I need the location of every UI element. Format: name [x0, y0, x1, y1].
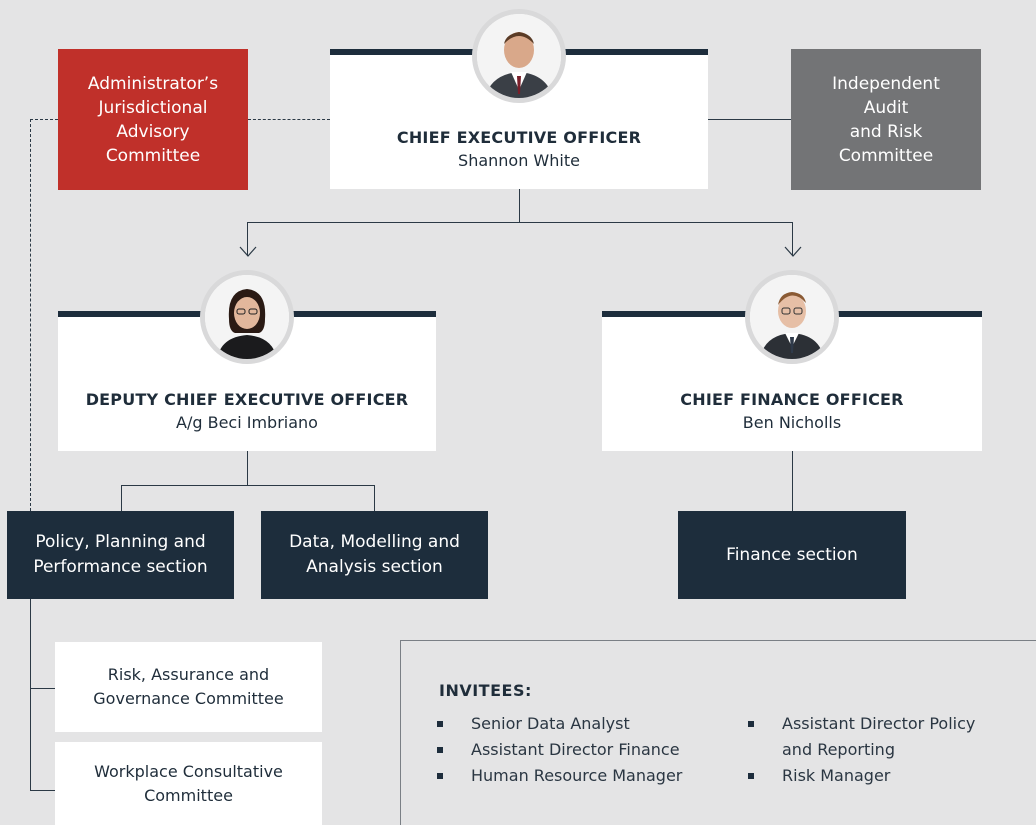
bullet-icon: [437, 721, 443, 727]
deputy-arrow-icon: [239, 246, 257, 257]
committee-trunk-line: [30, 599, 31, 790]
workplace-committee-line-1: Workplace Consultative: [94, 761, 283, 781]
invitee-assistant-director-policy: Assistant Director Policy and Reporting: [744, 711, 975, 763]
deputy-branch-line: [121, 485, 375, 486]
invitee-label: Assistant Director Policy: [782, 714, 976, 733]
invitee-risk-manager: Risk Manager: [744, 763, 975, 789]
deputy-down-line: [247, 451, 248, 485]
bullet-icon: [437, 747, 443, 753]
policy-section-line-2: Performance section: [33, 557, 208, 577]
policy-drop-line: [121, 485, 122, 511]
audit-connector-line: [708, 119, 791, 120]
ceo-name: Shannon White: [458, 151, 580, 170]
ceo-role: CHIEF EXECUTIVE OFFICER: [396, 128, 642, 147]
data-section-box: Data, Modelling and Analysis section: [261, 511, 488, 599]
invitee-senior-data-analyst: Senior Data Analyst: [433, 711, 682, 737]
ceo-avatar: [472, 9, 566, 103]
deputy-avatar: [200, 270, 294, 364]
cfo-arrow-icon: [784, 246, 802, 257]
advisory-connector-dashed: [248, 119, 330, 120]
workplace-committee-connector: [30, 790, 55, 791]
cfo-name: Ben Nicholls: [742, 413, 842, 432]
cfo-role: CHIEF FINANCE OFFICER: [680, 390, 904, 409]
advisory-line-3: Advisory: [116, 121, 190, 142]
advisory-line-2: Jurisdictional: [98, 97, 208, 118]
audit-line-3: and Risk: [849, 121, 923, 142]
invitees-panel: INVITEES: Senior Data Analyst Assistant …: [400, 640, 1036, 825]
advisory-left-dashed: [30, 119, 58, 120]
advisory-down-dashed: [30, 119, 31, 511]
bullet-icon: [437, 773, 443, 779]
invitees-list-col-2: Assistant Director Policy and Reporting R…: [744, 711, 975, 789]
workplace-committee-box: Workplace Consultative Committee: [55, 742, 322, 825]
deputy-drop-line: [247, 222, 248, 256]
invitee-label: Risk Manager: [782, 766, 891, 785]
policy-section-box: Policy, Planning and Performance section: [7, 511, 234, 599]
audit-line-4: Committee: [838, 145, 934, 166]
ceo-branch-line: [247, 222, 793, 223]
risk-committee-line-1: Risk, Assurance and: [107, 665, 270, 684]
bullet-icon: [748, 773, 754, 779]
data-section-line-2: Analysis section: [306, 557, 443, 577]
invitees-title: INVITEES:: [439, 681, 532, 700]
advisory-committee-box: Administrator’s Jurisdictional Advisory …: [58, 49, 248, 190]
advisory-line-4: Committee: [105, 145, 201, 166]
policy-section-line-1: Policy, Planning and: [35, 532, 206, 552]
audit-line-1: Independent: [832, 73, 940, 94]
data-section-line-1: Data, Modelling and: [289, 532, 460, 552]
workplace-committee-line-2: Committee: [144, 785, 233, 805]
deputy-name: A/g Beci Imbriano: [176, 413, 318, 432]
ceo-down-line: [519, 189, 520, 223]
invitee-label: Human Resource Manager: [471, 766, 683, 785]
invitees-list-col-1: Senior Data Analyst Assistant Director F…: [433, 711, 682, 789]
audit-line-2: Audit: [863, 97, 909, 118]
bullet-icon: [748, 721, 754, 727]
invitee-assistant-director-finance: Assistant Director Finance: [433, 737, 682, 763]
risk-committee-line-2: Governance Committee: [93, 689, 284, 708]
finance-section-box: Finance section: [678, 511, 906, 599]
invitee-label: Assistant Director Finance: [471, 740, 680, 759]
data-drop-line: [374, 485, 375, 511]
finance-section-line-1: Finance section: [726, 544, 858, 565]
risk-committee-box: Risk, Assurance and Governance Committee: [55, 642, 322, 732]
invitee-label-continued: and Reporting: [782, 740, 895, 759]
risk-committee-connector: [30, 688, 55, 689]
invitee-label: Senior Data Analyst: [471, 714, 630, 733]
audit-committee-box: Independent Audit and Risk Committee: [791, 49, 981, 190]
deputy-role: DEPUTY CHIEF EXECUTIVE OFFICER: [85, 390, 409, 409]
cfo-avatar: [745, 270, 839, 364]
invitee-human-resource-manager: Human Resource Manager: [433, 763, 682, 789]
cfo-down-line: [792, 451, 793, 511]
advisory-line-1: Administrator’s: [87, 73, 219, 94]
cfo-drop-line: [792, 222, 793, 256]
